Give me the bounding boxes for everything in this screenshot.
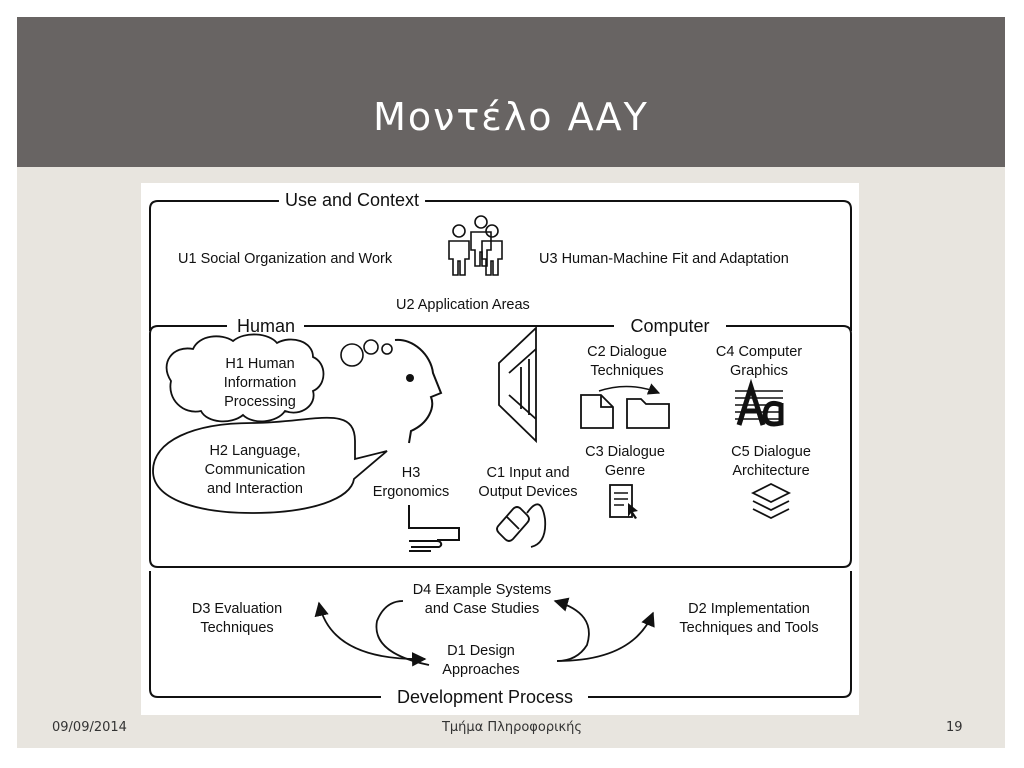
d1-label-line2: Approaches bbox=[442, 662, 519, 678]
d1-label-line1: D1 Design bbox=[447, 643, 515, 659]
u3-label: U3 Human-Machine Fit and Adaptation bbox=[539, 251, 789, 267]
thought-cloud bbox=[165, 333, 325, 423]
head-profile bbox=[394, 338, 443, 444]
h1-label-line2: Information bbox=[224, 375, 297, 391]
development-frame bbox=[149, 571, 852, 698]
document-icon bbox=[580, 394, 614, 429]
d4-label-line1: D4 Example Systems bbox=[413, 582, 552, 598]
c2-label-line1: C2 Dialogue bbox=[587, 344, 667, 360]
arrow-d1-to-d4-left bbox=[375, 600, 430, 666]
h1-label-line3: Processing bbox=[224, 394, 296, 410]
h2-label-line1: H2 Language, bbox=[209, 443, 300, 459]
c3-label-line2: Genre bbox=[605, 463, 645, 479]
section-label-computer: Computer bbox=[630, 316, 709, 336]
slide-title: Μοντέλο ΑΑΥ bbox=[373, 95, 649, 139]
graphics-aa-icon bbox=[735, 378, 784, 427]
c3-label-line1: C3 Dialogue bbox=[585, 444, 665, 460]
hci-model-diagram: Use and Context Human Computer Developme… bbox=[149, 190, 852, 707]
h3-label-line1: H3 bbox=[402, 465, 421, 481]
c5-label-line1: C5 Dialogue bbox=[731, 444, 811, 460]
section-label-knockout bbox=[390, 687, 580, 707]
u1-label: U1 Social Organization and Work bbox=[178, 251, 393, 267]
title-bar: Μοντέλο ΑΑΥ bbox=[17, 17, 1005, 167]
section-label-human: Human bbox=[237, 316, 295, 336]
c1-label-line2: Output Devices bbox=[478, 484, 577, 500]
c4-label-line2: Graphics bbox=[730, 363, 788, 379]
c5-label-line2: Architecture bbox=[732, 463, 809, 479]
head-eye bbox=[406, 374, 414, 382]
h1-label-line1: H1 Human bbox=[225, 356, 294, 372]
section-label-knockout bbox=[230, 316, 302, 336]
layers-icon bbox=[750, 482, 792, 520]
h2-label-line3: and Interaction bbox=[207, 481, 303, 497]
d3-label-line1: D3 Evaluation bbox=[192, 601, 282, 617]
section-label-use-context: Use and Context bbox=[285, 190, 419, 210]
arrow-d4-to-d1-right bbox=[553, 597, 590, 662]
thought-bubble-medium bbox=[363, 339, 379, 355]
use-context-frame bbox=[149, 200, 852, 331]
section-label-knockout bbox=[624, 316, 716, 336]
thought-bubble-large bbox=[340, 343, 364, 367]
mouse-icon bbox=[496, 503, 547, 548]
footer-date: 09/09/2014 bbox=[52, 720, 127, 735]
folder-icon bbox=[626, 398, 670, 429]
arrow-d3-to-d1 bbox=[314, 601, 427, 667]
section-label-development: Development Process bbox=[397, 687, 573, 707]
people-icon bbox=[448, 215, 503, 276]
h2-label-line2: Communication bbox=[205, 462, 306, 478]
d2-label-line2: Techniques and Tools bbox=[679, 620, 818, 636]
u2-label: U2 Application Areas bbox=[396, 297, 530, 313]
d4-label-line2: and Case Studies bbox=[425, 601, 539, 617]
h3-label-line2: Ergonomics bbox=[373, 484, 450, 500]
footer-department: Τμήμα Πληροφορικής bbox=[441, 720, 583, 735]
form-document-icon bbox=[609, 484, 638, 519]
d2-label-line1: D2 Implementation bbox=[688, 601, 810, 617]
c2-label-line2: Techniques bbox=[590, 363, 663, 379]
pointing-hand bbox=[408, 505, 460, 552]
human-computer-frame bbox=[149, 325, 852, 568]
c4-label-line1: C4 Computer bbox=[716, 344, 802, 360]
diagram-panel: Use and Context Human Computer Developme… bbox=[141, 183, 859, 715]
thought-bubble-small bbox=[381, 343, 393, 355]
monitor-icon bbox=[498, 325, 537, 444]
speech-bubble bbox=[152, 416, 388, 514]
c1-label-line1: C1 Input and bbox=[486, 465, 569, 481]
arrow-d1-to-d2 bbox=[556, 611, 655, 662]
section-label-knockout bbox=[278, 190, 426, 210]
footer-page-number: 19 bbox=[946, 720, 963, 735]
d3-label-line2: Techniques bbox=[200, 620, 273, 636]
transfer-arrow bbox=[598, 383, 661, 395]
